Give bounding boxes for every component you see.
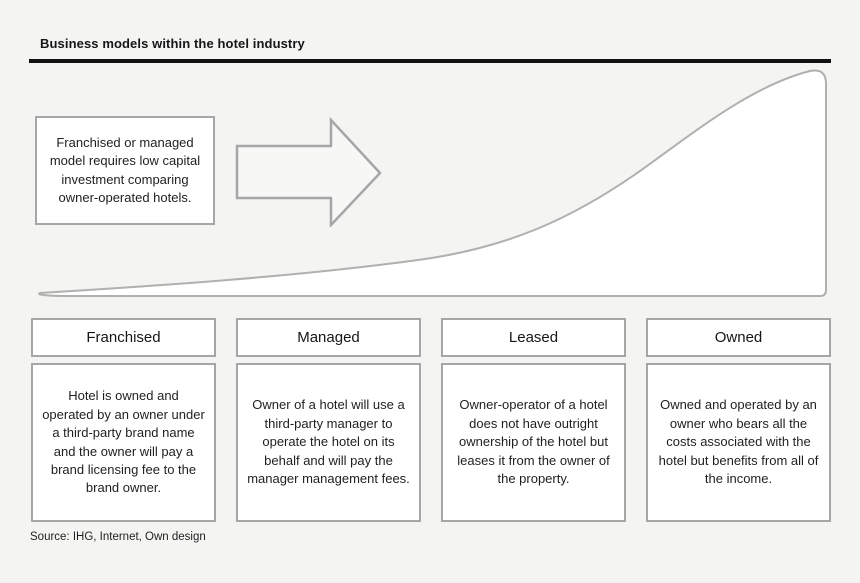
right-arrow-icon <box>235 117 382 227</box>
callout-text: Franchised or managed model requires low… <box>49 135 201 205</box>
column-description-leased: Owner-operator of a hotel does not have … <box>441 363 626 522</box>
column-header-label: Managed <box>297 329 360 346</box>
column-description-text: Owner-operator of a hotel does not have … <box>457 397 610 487</box>
title-divider <box>29 59 831 63</box>
page-title: Business models within the hotel industr… <box>40 36 305 51</box>
column-header-leased: Leased <box>441 318 626 357</box>
column-header-owned: Owned <box>646 318 831 357</box>
column-description-managed: Owner of a hotel will use a third-party … <box>236 363 421 522</box>
column-description-franchised: Hotel is owned and operated by an owner … <box>31 363 216 522</box>
callout-box: Franchised or managed model requires low… <box>35 116 215 225</box>
column-header-label: Franchised <box>86 329 161 346</box>
column-description-text: Hotel is owned and operated by an owner … <box>42 388 205 496</box>
column-description-owned: Owned and operated by an owner who bears… <box>646 363 831 522</box>
column-description-text: Owner of a hotel will use a third-party … <box>247 397 410 487</box>
column-header-franchised: Franchised <box>31 318 216 357</box>
column-header-label: Leased <box>508 329 559 346</box>
column-header-label: Owned <box>714 329 763 346</box>
source-note: Source: IHG, Internet, Own design <box>30 531 206 543</box>
column-header-managed: Managed <box>236 318 421 357</box>
right-arrow-shape <box>235 117 382 227</box>
column-description-text: Owned and operated by an owner who bears… <box>658 397 819 487</box>
